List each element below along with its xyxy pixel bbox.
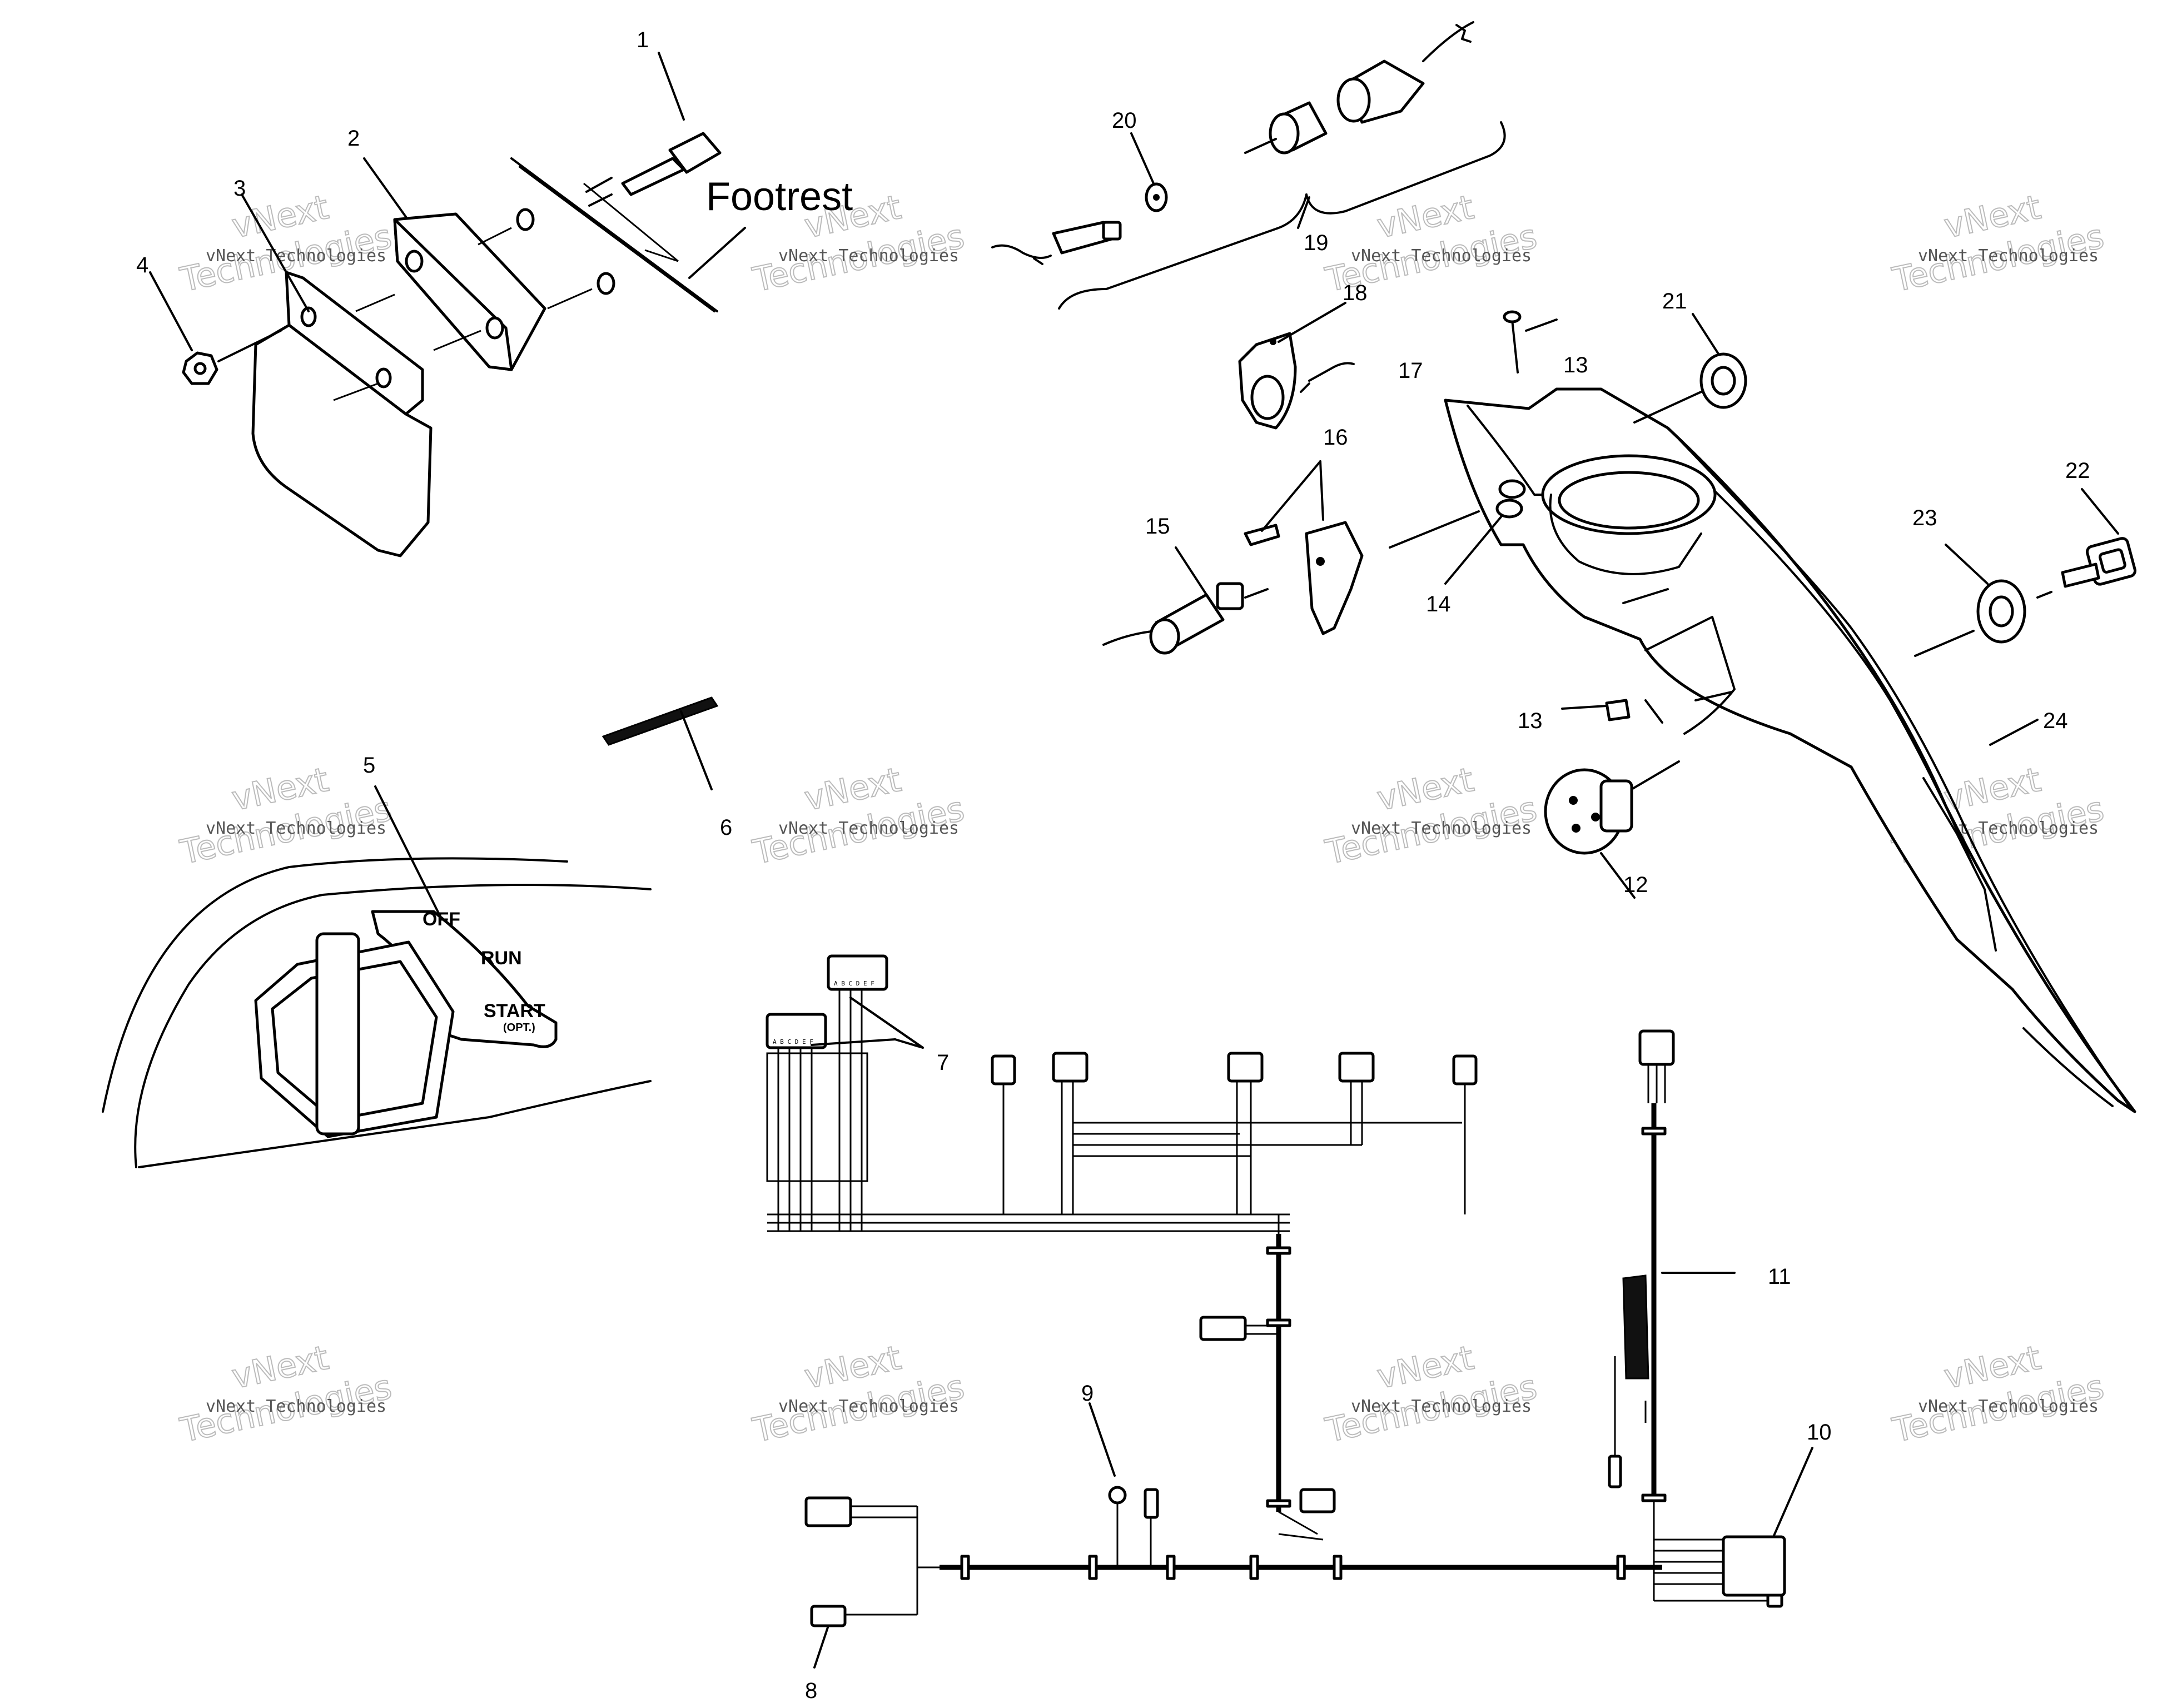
callout-12: 12 bbox=[1623, 873, 1648, 897]
spacer-block bbox=[393, 212, 546, 371]
dial-start-label: START bbox=[484, 1000, 545, 1022]
callout-21: 21 bbox=[1662, 289, 1687, 313]
callout-13-top: 13 bbox=[1563, 353, 1588, 377]
wiring-harness: A B C D E F A B C D E F bbox=[766, 954, 1813, 1669]
watermark-small-text: vNext Technologies bbox=[778, 246, 959, 266]
bolt-part bbox=[585, 132, 722, 207]
callout-10: 10 bbox=[1807, 1420, 1832, 1445]
switch-assembly bbox=[1102, 302, 1480, 655]
callout-15: 15 bbox=[1145, 514, 1170, 539]
console-panel bbox=[1444, 310, 2137, 1113]
callout-20: 20 bbox=[1112, 108, 1137, 133]
callout-4: 4 bbox=[136, 253, 148, 277]
dial-opt-label: (OPT.) bbox=[503, 1022, 535, 1034]
watermark-small-text: vNext Technologies bbox=[206, 1397, 386, 1416]
dial-off-label: OFF bbox=[423, 909, 460, 930]
footrest-plate bbox=[251, 271, 433, 557]
callout-5: 5 bbox=[363, 753, 375, 778]
callout-9: 9 bbox=[1081, 1381, 1094, 1406]
temp-sensor-assembly bbox=[991, 21, 1506, 310]
callout-1: 1 bbox=[637, 28, 649, 52]
callout-16: 16 bbox=[1323, 425, 1348, 450]
callout-17: 17 bbox=[1398, 358, 1423, 383]
callout-3: 3 bbox=[233, 176, 246, 201]
callout-23: 23 bbox=[1912, 506, 1937, 530]
callout-14: 14 bbox=[1426, 592, 1451, 616]
callout-numbers: 1 2 3 4 5 6 7 8 9 10 11 12 13 13 14 15 1… bbox=[136, 28, 2090, 1703]
footrest-label: Footrest bbox=[706, 175, 853, 219]
connector-pins-left: A B C D E F bbox=[773, 1038, 813, 1045]
callout-19: 19 bbox=[1304, 231, 1329, 255]
callout-24: 24 bbox=[2043, 709, 2068, 733]
callout-2: 2 bbox=[347, 126, 360, 151]
watermark-small-text: vNext Technologies bbox=[1351, 1397, 1532, 1416]
callout-18: 18 bbox=[1343, 281, 1368, 305]
callout-8: 8 bbox=[805, 1679, 817, 1703]
watermark-small-text: vNext Technologies bbox=[206, 246, 386, 266]
nut-part bbox=[182, 330, 282, 385]
callout-11: 11 bbox=[1768, 1264, 1791, 1289]
connector-pins-right: A B C D E F bbox=[834, 980, 874, 987]
watermark-small-text: vNext Technologies bbox=[778, 819, 959, 838]
watermark-small-text: vNext Technologies bbox=[1918, 1397, 2099, 1416]
watermark-small-text: vNext Technologies bbox=[1918, 246, 2099, 266]
watermark-small-text: vNext Technologies bbox=[1351, 819, 1532, 838]
callout-7: 7 bbox=[937, 1050, 949, 1075]
callout-22: 22 bbox=[2065, 459, 2090, 483]
key-switch-panel: OFF RUN START (OPT.) bbox=[102, 785, 652, 1168]
watermark-small-text: vNext Technologies bbox=[778, 1397, 959, 1416]
cable-tie bbox=[602, 696, 719, 790]
watermark-small-text: vNext Technologies bbox=[1351, 246, 1532, 266]
footrest-assembly: Footrest bbox=[149, 52, 853, 557]
watermark-small-text: vNext Technologies bbox=[206, 819, 386, 838]
callout-6: 6 bbox=[720, 815, 732, 840]
callout-13-bottom: 13 bbox=[1518, 709, 1543, 733]
dial-run-label: RUN bbox=[481, 948, 522, 969]
